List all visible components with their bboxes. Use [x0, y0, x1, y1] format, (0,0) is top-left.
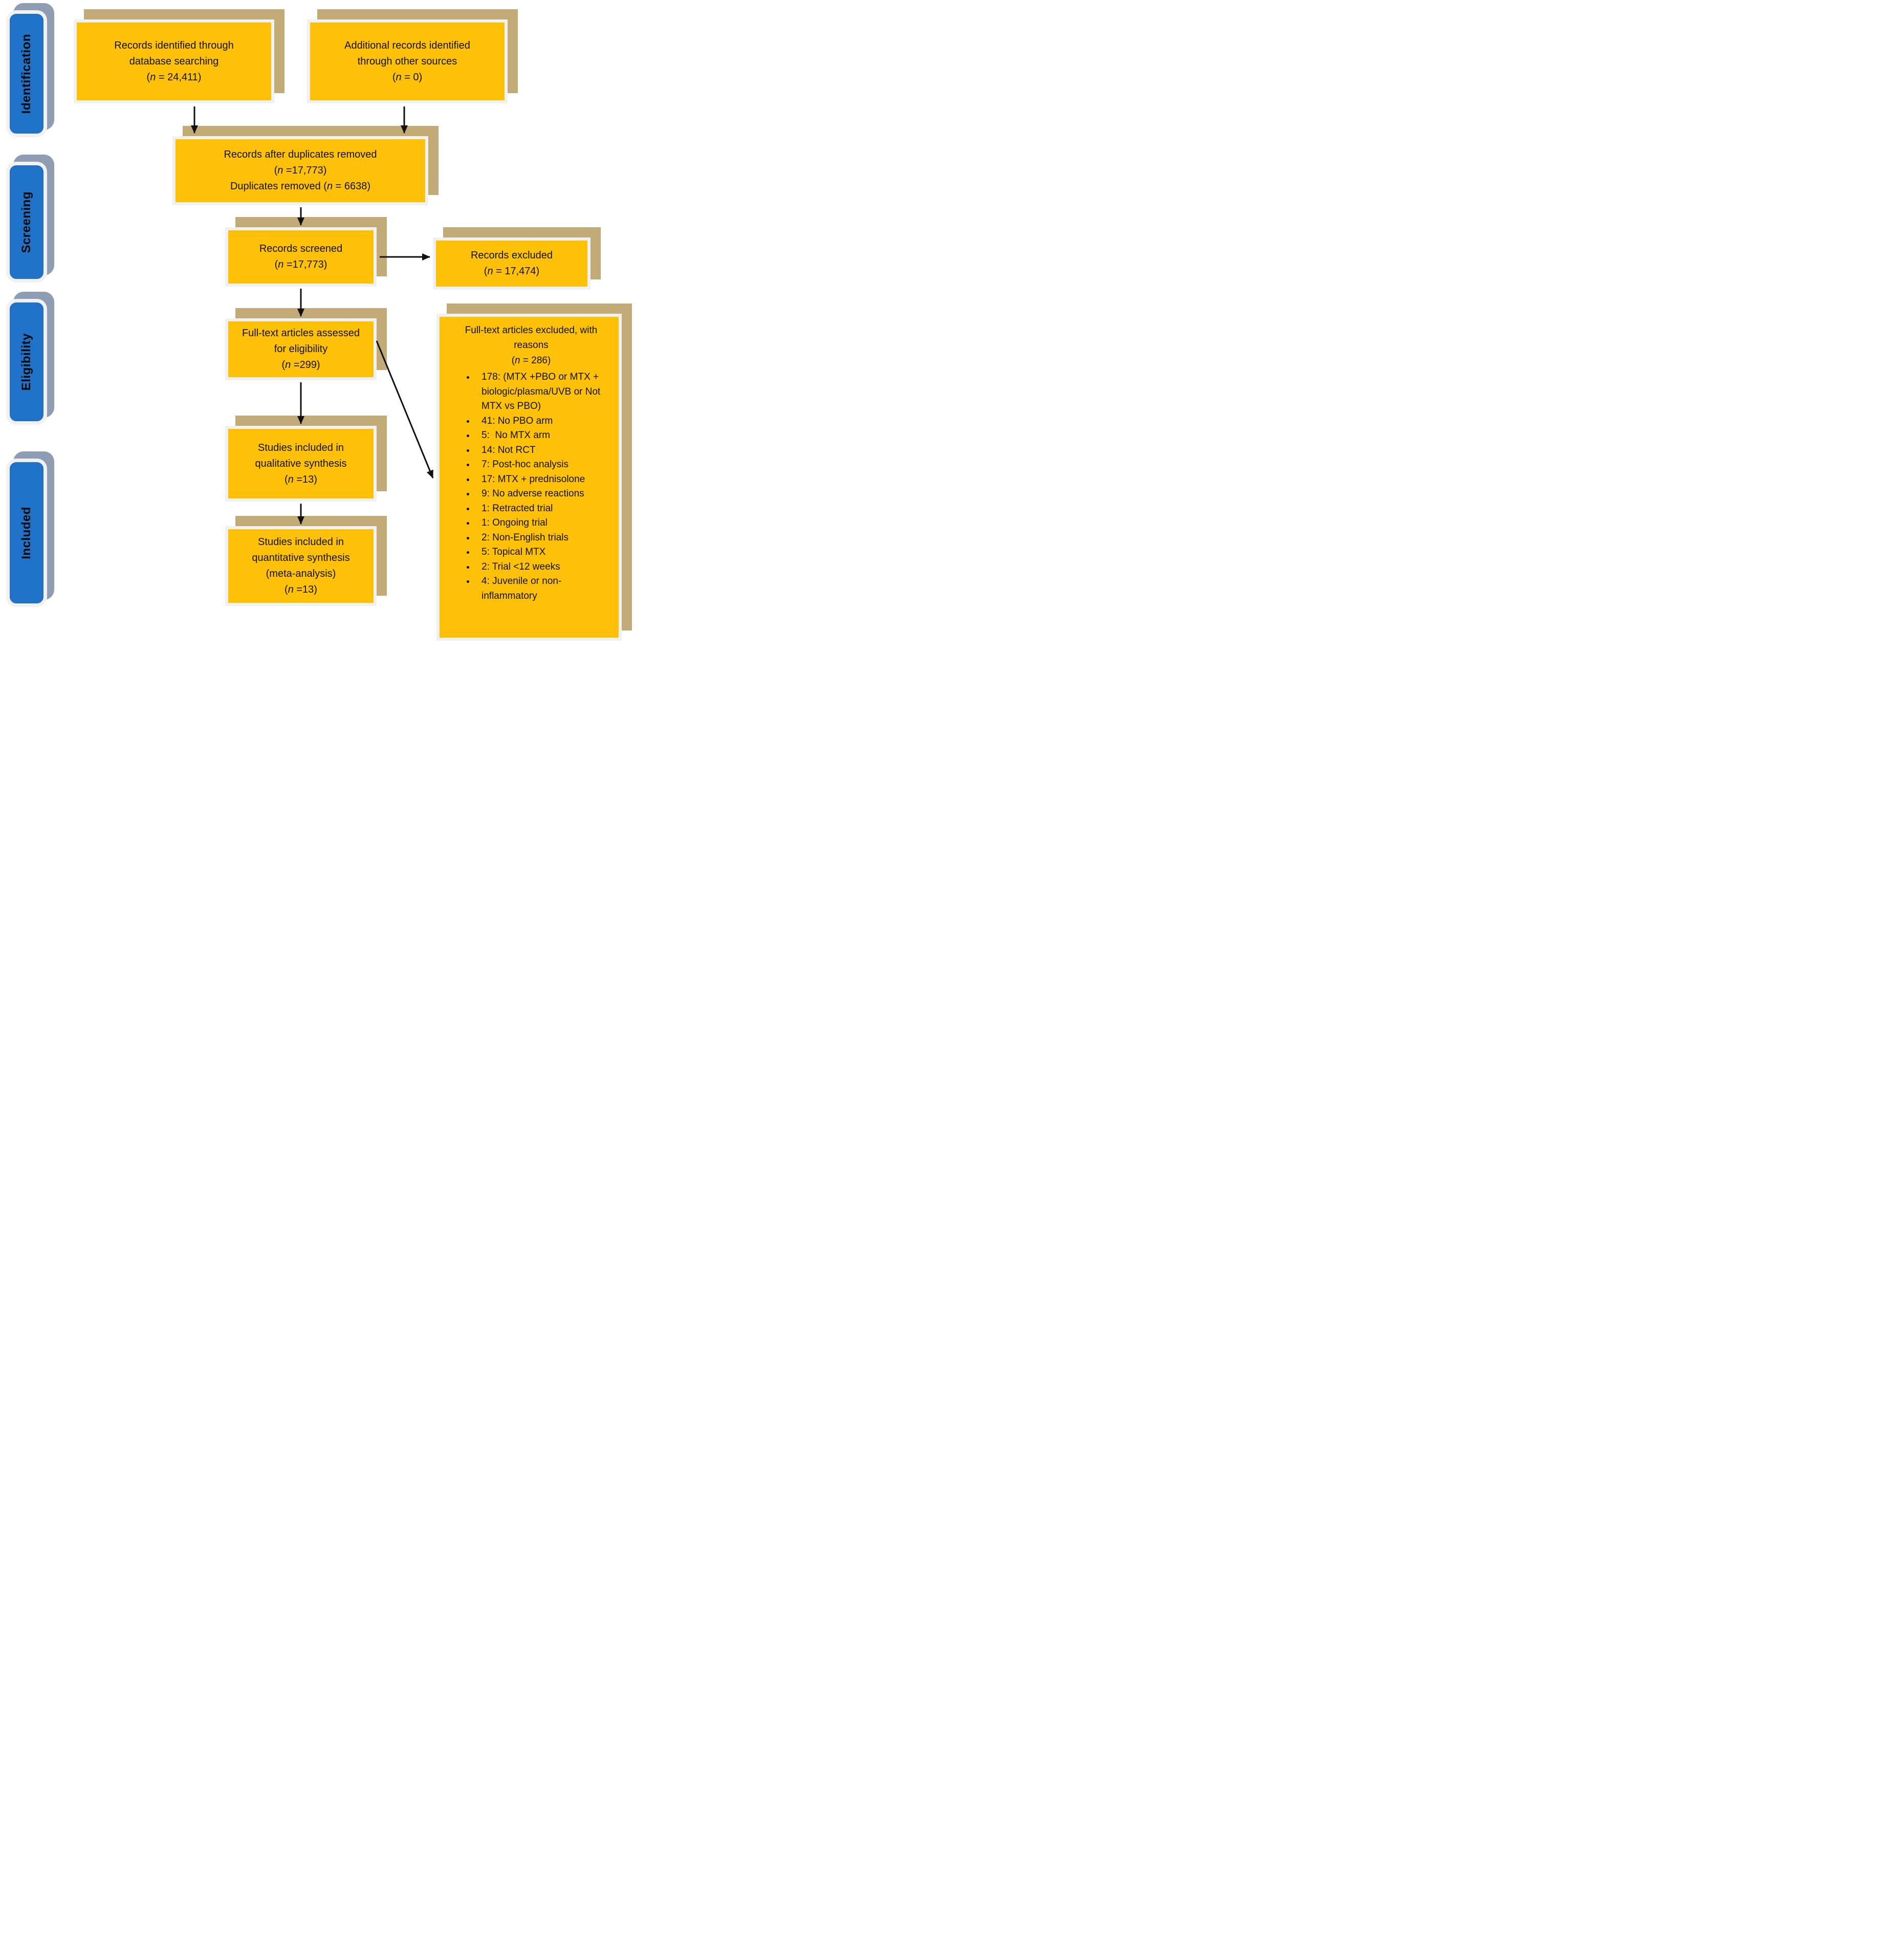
box-duplicates-removed-text: Records after duplicates removed(n =17,7…: [224, 149, 377, 192]
box-records-excluded: Records excluded(n = 17,474): [433, 237, 590, 290]
reason-item: 14: Not RCT: [475, 443, 612, 458]
stage-label-included: Included: [6, 459, 47, 607]
reason-item: 9: No adverse reactions: [475, 487, 612, 502]
stage-label-screening: Screening: [6, 162, 47, 283]
stage-label-screening-text: Screening: [19, 191, 33, 253]
reason-item: 17: MTX + prednisolone: [475, 472, 612, 487]
box-records-screened-text: Records screened(n =17,773): [259, 243, 343, 270]
reason-item: 41: No PBO arm: [475, 414, 612, 429]
reason-item: 2: Trial <12 weeks: [475, 560, 612, 575]
stage-label-eligibility: Eligibility: [6, 299, 47, 425]
reason-item: 5: Topical MTX: [475, 545, 612, 560]
box-duplicates-removed: Records after duplicates removed(n =17,7…: [172, 136, 428, 205]
stage-label-included-text: Included: [19, 506, 33, 559]
reason-item: 178: (MTX +PBO or MTX + biologic/plasma/…: [475, 370, 612, 414]
reason-item: 7: Post-hoc analysis: [475, 458, 612, 472]
reason-item: 1: Retracted trial: [475, 502, 612, 516]
box-records-excluded-text: Records excluded(n = 17,474): [470, 250, 553, 277]
arrow-fulltext-to-reasons: [376, 340, 434, 479]
reason-item: 4: Juvenile or non-inflammatory: [475, 574, 612, 603]
stage-label-eligibility-text: Eligibility: [19, 333, 33, 391]
reason-item: 2: Non-English trials: [475, 531, 612, 546]
stage-label-identification-text: Identification: [19, 33, 33, 114]
stage-label-identification: Identification: [6, 10, 47, 137]
prisma-flow-diagram: Identification Screening Eligibility Inc…: [0, 0, 634, 651]
reasons-list: 178: (MTX +PBO or MTX + biologic/plasma/…: [443, 370, 616, 603]
box-records-screened: Records screened(n =17,773): [225, 227, 377, 287]
reason-item: 5: No MTX arm: [475, 428, 612, 443]
reason-item: 1: Ongoing trial: [475, 516, 612, 531]
